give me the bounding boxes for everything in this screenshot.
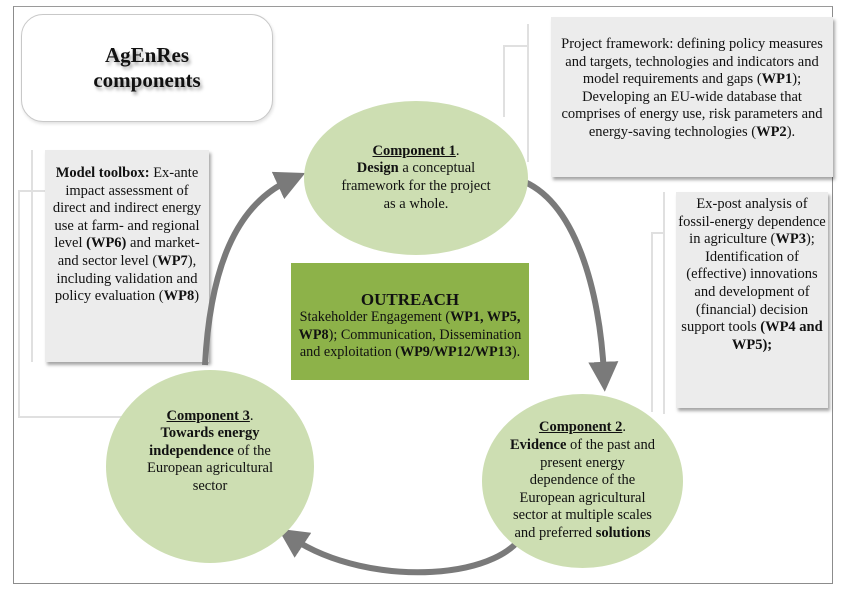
title-box: AgEnRes components	[21, 14, 273, 122]
bracket-expost	[651, 232, 665, 412]
toolbox-wp6: (WP6)	[86, 235, 127, 252]
outreach-text-1: Stakeholder Engagement (	[299, 309, 451, 325]
component-2-ellipse: Component 2. Evidence of the past and pr…	[482, 394, 683, 568]
toolbox-wp8: WP8	[163, 288, 195, 305]
expost-wp4-wp5: (WP4 and WP5);	[731, 319, 823, 353]
outreach-title: OUTREACH	[360, 290, 460, 309]
component-3-heading-suffix: .	[249, 407, 254, 424]
title-line-2: components	[93, 68, 201, 92]
arrow-component3-to-component1	[202, 171, 306, 366]
bracket-expost-outer	[663, 192, 667, 414]
component-1-heading: Component 1	[372, 142, 456, 159]
outreach-text-2: ); Communication, Dissemination and expl…	[299, 326, 522, 361]
toolbox-label: Model toolbox:	[55, 165, 150, 181]
component-2-text: Component 2. Evidence of the past and pr…	[508, 419, 658, 542]
toolbox-text-5: )	[194, 288, 200, 305]
expost-text-2: ); Identification of (effective) innovat…	[681, 231, 818, 336]
expost-wp3: WP3	[775, 231, 806, 248]
toolbox-text-4: ), including validation and policy evalu…	[54, 252, 198, 305]
outreach-text-3: ).	[511, 344, 521, 360]
toolbox-text-2: direct and indirect energy use at farm- …	[52, 200, 202, 252]
toolbox-box: Model toolbox: Ex-ante impact assessment…	[45, 150, 209, 362]
component-2-heading-suffix: .	[622, 419, 626, 436]
component-3-text: Component 3. Towards energy independence…	[145, 408, 275, 496]
component-2-tail: solutions	[595, 524, 651, 541]
toolbox-text-3: and market- and sector level (	[57, 235, 200, 269]
diagram-title: AgEnRes components	[93, 43, 200, 93]
expost-box: Ex-post analysis of fossil-energy depend…	[676, 192, 828, 408]
outreach-wps-1: WP1, WP5, WP8	[298, 309, 521, 343]
component-1-heading-suffix: .	[455, 142, 460, 159]
component-3-ellipse: Component 3. Towards energy independence…	[106, 370, 314, 563]
bracket-toolbox-inner	[31, 150, 35, 362]
expost-text-1: Ex-post analysis of fossil-energy depend…	[678, 196, 826, 248]
framework-wp2: WP2	[756, 123, 787, 140]
framework-box: Project framework: defining policy measu…	[551, 17, 833, 177]
component-1-ellipse: Component 1. Design a conceptual framewo…	[304, 101, 528, 255]
component-2-lead: Evidence	[510, 437, 567, 454]
component-3-body: of the European agricultural sector	[146, 442, 273, 494]
framework-text-3: ).	[786, 123, 796, 140]
component-2-body: of the past and present energy dependenc…	[513, 437, 655, 541]
title-line-1: AgEnRes	[104, 43, 189, 67]
toolbox-text-1: Ex-ante impact assessment of	[65, 165, 199, 199]
component-3-lead: Towards energy independence	[149, 425, 260, 459]
component-1-body: a conceptual framework for the project a…	[341, 160, 491, 212]
framework-wp1: WP1	[761, 71, 793, 88]
component-1-lead: Design	[356, 160, 399, 177]
outreach-box: OUTREACH Stakeholder Engagement (WP1, WP…	[291, 263, 529, 380]
component-2-heading: Component 2	[538, 419, 623, 436]
diagram-frame	[13, 6, 833, 584]
arrow-component1-to-component2	[518, 177, 619, 392]
toolbox-wp7: WP7	[157, 252, 188, 269]
component-1-text: Component 1. Design a conceptual framewo…	[336, 143, 496, 213]
outreach-wps-2: WP9/WP12/WP13	[399, 344, 512, 360]
framework-text-2: ); Developing an EU-wide database that c…	[561, 71, 823, 140]
arrow-component2-to-component3	[278, 525, 529, 576]
framework-text-1: Project framework: defining policy measu…	[561, 36, 823, 88]
bracket-framework	[503, 24, 529, 162]
bracket-framework-inner	[503, 45, 529, 117]
component-3-heading: Component 3	[166, 407, 250, 424]
